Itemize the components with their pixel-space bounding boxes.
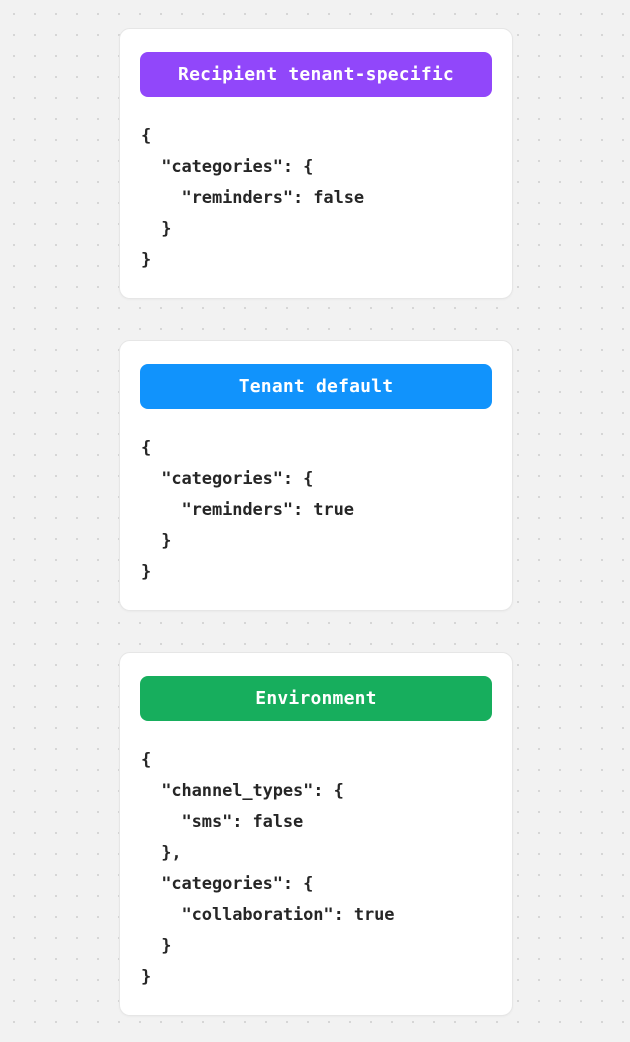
layer-badge-recipient: Recipient tenant-specific xyxy=(140,52,492,97)
layer-badge-environment: Environment xyxy=(140,676,492,721)
preference-layer-card-environment: Environment { "channel_types": { "sms": … xyxy=(119,652,513,1016)
layer-code-block-environment: { "channel_types": { "sms": false }, "ca… xyxy=(141,750,395,987)
preference-layers-stack: Recipient tenant-specific { "categories"… xyxy=(119,28,513,1016)
layer-code-block-recipient: { "categories": { "reminders": false } } xyxy=(141,126,364,270)
preference-layer-card-tenant-default: Tenant default { "categories": { "remind… xyxy=(119,340,513,611)
layer-code-block-tenant-default: { "categories": { "reminders": true } } xyxy=(141,438,354,582)
preference-layer-card-recipient: Recipient tenant-specific { "categories"… xyxy=(119,28,513,299)
layer-badge-tenant-default: Tenant default xyxy=(140,364,492,409)
